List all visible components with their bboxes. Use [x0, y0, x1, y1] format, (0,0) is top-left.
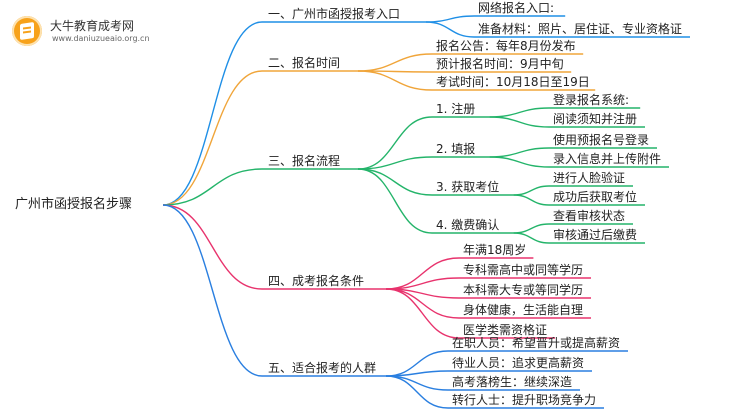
site-logo: 大牛教育成考网 www.daniuzueaio.org.cn — [12, 12, 162, 48]
child-node: 报名公告：每年8月份发布 — [436, 39, 576, 53]
child-node: 高考落榜生：继续深造 — [452, 375, 573, 389]
logo-url: www.daniuzueaio.org.cn — [52, 34, 150, 43]
child-node: 预计报名时间：9月中旬 — [436, 57, 564, 71]
child-node: 在职人员：希望晋升或提高薪资 — [452, 336, 621, 350]
child-node: 准备材料：照片、居住证、专业资格证 — [478, 22, 683, 36]
child-node: 1. 注册 — [436, 102, 476, 116]
child-node: 2. 填报 — [436, 142, 476, 156]
child-node: 医学类需资格证 — [463, 323, 548, 337]
connector-line — [357, 116, 433, 170]
connector-line — [357, 168, 433, 234]
connector-line — [162, 168, 263, 206]
branch-node: 二、报名时间 — [268, 56, 341, 70]
connector-line — [513, 185, 550, 196]
connector-line — [162, 204, 263, 377]
child-node: 身体健康，生活能自理 — [463, 303, 584, 317]
child-node: 专科需高中或同等学历 — [463, 263, 584, 277]
leaf-node: 查看审核状态 — [553, 209, 626, 223]
child-node: 转行人士：提升职场竞争力 — [452, 393, 597, 407]
connector-line — [385, 370, 449, 377]
connector-line — [162, 70, 263, 206]
leaf-node: 审核通过后缴费 — [553, 228, 638, 242]
connector-line — [357, 70, 433, 91]
connector-line — [513, 194, 550, 206]
connector-line — [513, 232, 550, 244]
connector-line — [425, 15, 475, 23]
connector-line — [489, 156, 550, 168]
child-node: 3. 获取考位 — [436, 180, 500, 194]
connector-line — [489, 147, 550, 158]
child-node: 待业人员：追求更高薪资 — [452, 356, 585, 370]
leaf-node: 进行人脸验证 — [553, 171, 626, 185]
branch-node: 五、适合报考的人群 — [268, 361, 377, 375]
leaf-node: 阅读须知并注册 — [553, 112, 638, 126]
connector-line — [385, 257, 460, 290]
leaf-node: 录入信息并上传附件 — [553, 152, 662, 166]
connector-line — [162, 204, 263, 290]
connector-line — [162, 21, 263, 206]
child-node: 年满18周岁 — [463, 243, 527, 257]
connector-line — [357, 168, 433, 196]
leaf-node: 登录报名系统: — [553, 93, 630, 107]
child-node: 考试时间：10月18日至19日 — [436, 75, 590, 89]
child-node: 4. 缴费确认 — [436, 218, 500, 232]
branch-node: 一、广州市函授报考入口 — [268, 7, 401, 21]
connector-line — [489, 107, 550, 118]
connector-line — [385, 288, 460, 339]
leaf-node: 使用预报名号登录 — [553, 133, 650, 147]
book-icon — [12, 16, 42, 46]
connector-line — [385, 375, 449, 409]
connector-line — [357, 53, 433, 72]
connector-line — [357, 156, 433, 170]
logo-name: 大牛教育成考网 — [50, 19, 135, 33]
connector-line — [385, 350, 449, 377]
connector-line — [425, 21, 475, 38]
connector-line — [385, 375, 449, 391]
child-node: 网络报名入口: — [478, 1, 555, 15]
branch-node: 四、成考报名条件 — [268, 274, 365, 288]
branch-node: 三、报名流程 — [268, 154, 341, 168]
connector-line — [513, 223, 550, 234]
root-node: 广州市函授报名步骤 — [15, 197, 133, 212]
child-node: 本科需大专或等同学历 — [463, 283, 584, 297]
leaf-node: 成功后获取考位 — [553, 190, 638, 204]
connector-line — [489, 116, 550, 128]
